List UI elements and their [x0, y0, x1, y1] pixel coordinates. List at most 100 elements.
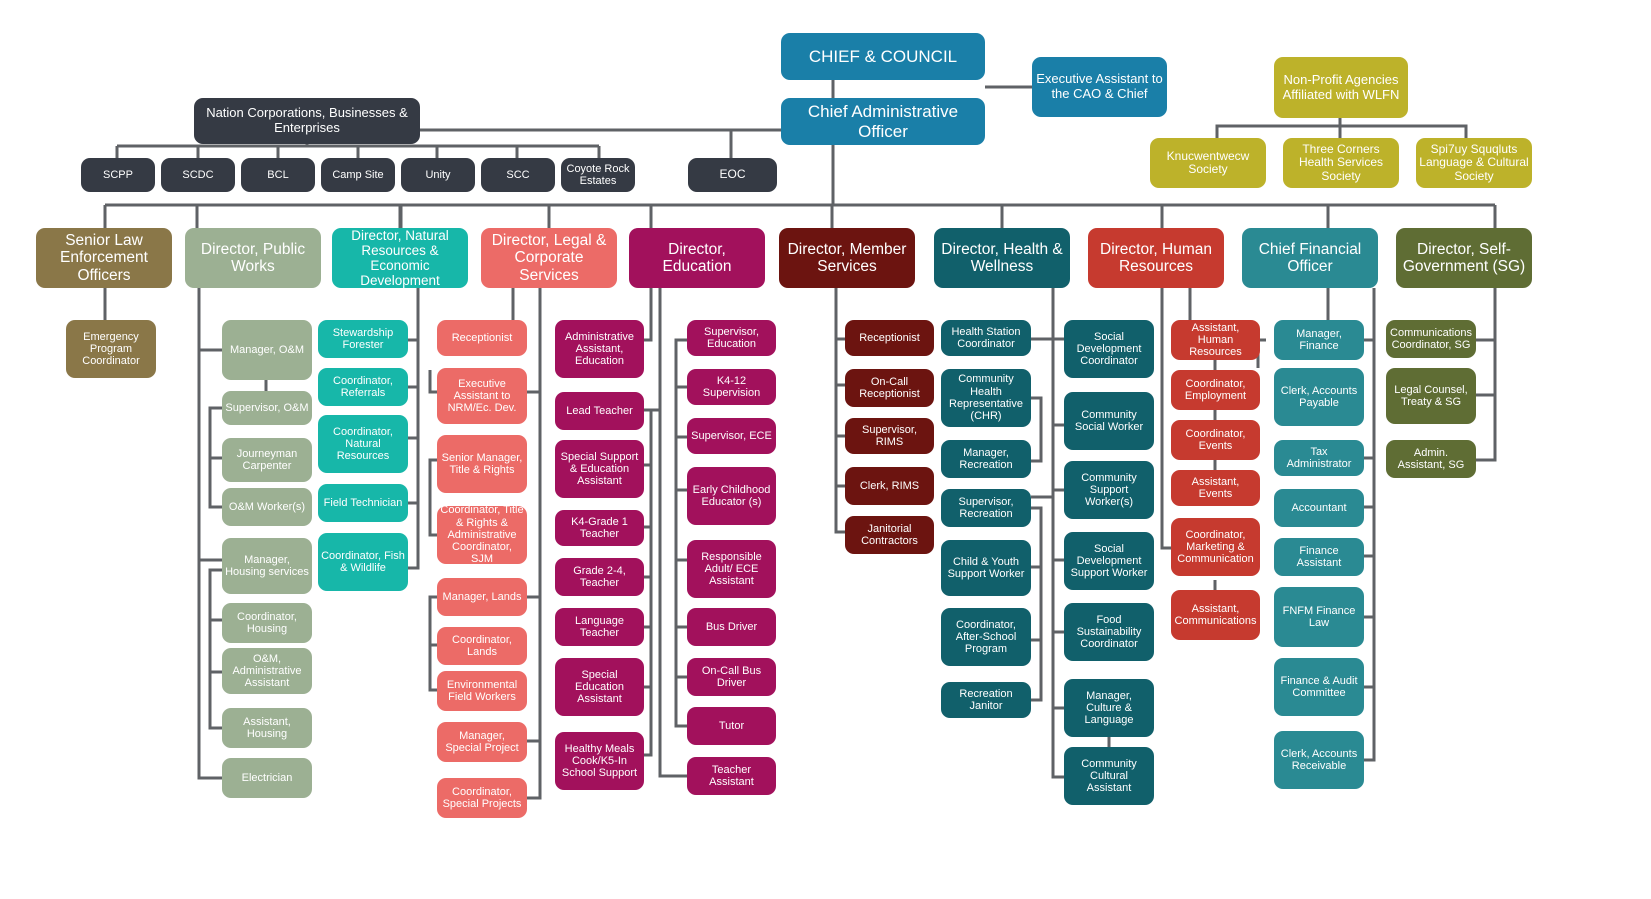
- health-social-development-support-worker: Social Development Support Worker: [1064, 532, 1154, 590]
- legal-coordinator-special-projects: Coordinator, Special Projects: [437, 778, 527, 818]
- legal-manager-special-project-label: Manager, Special Project: [445, 729, 519, 754]
- fin-manager-finance: Manager, Finance: [1274, 320, 1364, 360]
- pw-journeyman-carpenter-label: Journeyman Carpenter: [236, 447, 298, 472]
- edu-early-childhood-educator-s: Early Childhood Educator (s): [687, 467, 776, 525]
- hr-coordinator-marketing-communication-label: Coordinator, Marketing & Communication: [1177, 528, 1254, 566]
- exec-assistant-box-label: Executive Assistant to the CAO & Chief: [1036, 71, 1163, 101]
- director-senior-law: Senior Law Enforcement Officers: [36, 228, 172, 288]
- nr-coordinator-natural-resources-label: Coordinator, Natural Resources: [333, 425, 393, 463]
- corp-coyote-rock-estates-label: Coyote Rock Estates: [566, 162, 630, 187]
- pw-housing: [208, 568, 222, 730]
- pw-manager-o-m: Manager, O&M: [222, 320, 312, 380]
- corp-unity: Unity: [401, 158, 475, 192]
- sg-legal-counsel-treaty-sg: Legal Counsel, Treaty & SG: [1386, 368, 1476, 424]
- nonprofit-box: Non-Profit Agencies Affiliated with WLFN: [1274, 57, 1408, 118]
- health-recreation-janitor-label: Recreation Janitor: [959, 687, 1013, 712]
- edu-administrative-assistant-education: Administrative Assistant, Education: [555, 320, 644, 378]
- edu-bus-driver-label: Bus Driver: [705, 620, 758, 633]
- ms-clerk-rims-label: Clerk, RIMS: [859, 479, 920, 492]
- hr-assistant-communications: Assistant, Communications: [1171, 590, 1260, 640]
- ms-on-call-receptionist-label: On-Call Receptionist: [859, 375, 920, 400]
- corp-scpp: SCPP: [81, 158, 155, 192]
- pw-o-m-administrative-assistant-label: O&M, Administrative Assistant: [232, 652, 302, 690]
- edu-teacher-assistant: Teacher Assistant: [687, 757, 776, 795]
- pw-o-m-worker-s: O&M Worker(s): [222, 488, 312, 526]
- health-community-cultural-assistant-label: Community Cultural Assistant: [1081, 757, 1137, 795]
- corporations-box-label: Nation Corporations, Businesses & Enterp…: [206, 105, 408, 135]
- chief-council-box-label: CHIEF & COUNCIL: [808, 46, 958, 66]
- edu-tutor: Tutor: [687, 707, 776, 745]
- corp-coyote-rock-estates: Coyote Rock Estates: [561, 158, 635, 192]
- legal-exec: [428, 370, 437, 394]
- hr-main: [1160, 288, 1171, 550]
- health-coordinator-after-school-program: Coordinator, After-School Program: [941, 608, 1031, 666]
- legal-coordinator-lands-label: Coordinator, Lands: [452, 633, 512, 658]
- nr-coordinator-referrals: Coordinator, Referrals: [318, 368, 408, 406]
- edu-special-support-education-assistant-label: Special Support & Education Assistant: [560, 450, 639, 488]
- corp-camp-site-label: Camp Site: [332, 168, 384, 181]
- health-community-social-worker: Community Social Worker: [1064, 392, 1154, 450]
- corp-bcl-label: BCL: [267, 168, 289, 181]
- nr-field-technician: Field Technician: [318, 484, 408, 522]
- health-l-col: [1031, 506, 1043, 702]
- edu-tutor-label: Tutor: [718, 719, 745, 732]
- edu-teacher-assistant-label: Teacher Assistant: [709, 763, 754, 788]
- legal-executive-assistant-to-nrm-ec-dev: Executive Assistant to NRM/Ec. Dev.: [437, 368, 527, 424]
- director-self-government: Director, Self-Government (SG): [1396, 228, 1532, 288]
- legal-senior-manager-title-rights-label: Senior Manager, Title & Rights: [441, 451, 523, 476]
- health-main: [1051, 288, 1064, 779]
- director-member-services-label: Director, Member Services: [787, 240, 907, 275]
- edu-on-call-bus-driver: On-Call Bus Driver: [687, 658, 776, 696]
- edu-left-top: [644, 288, 653, 342]
- pw-coordinator-housing-label: Coordinator, Housing: [237, 610, 297, 635]
- ms-receptionist-label: Receptionist: [859, 331, 920, 344]
- health-community-cultural-assistant: Community Cultural Assistant: [1064, 747, 1154, 805]
- edu-special-support-education-assistant: Special Support & Education Assistant: [555, 440, 644, 498]
- edu-healthy-meals-cook-k5-in-school-support: Healthy Meals Cook/K5-In School Support: [555, 732, 644, 790]
- pw-coordinator-housing: Coordinator, Housing: [222, 603, 312, 643]
- edu-grade-2-4-teacher-label: Grade 2-4, Teacher: [573, 564, 626, 589]
- legal-executive-assistant-to-nrm-ec-dev-label: Executive Assistant to NRM/Ec. Dev.: [447, 377, 517, 415]
- corp-scc-label: SCC: [506, 168, 530, 181]
- sg-communications-coordinator-sg: Communications Coordinator, SG: [1386, 320, 1476, 358]
- staff-emergency-program-label: Emergency Program Coordinator: [82, 330, 140, 368]
- director-education-label: Director, Education: [662, 240, 732, 275]
- nonprofit-left: [1215, 118, 1342, 138]
- ms-receptionist: Receptionist: [845, 320, 934, 356]
- hr-assistant-human-resources: Assistant, Human Resources: [1171, 320, 1260, 360]
- nonprofit-three-corners-health-services-society: Three Corners Health Services Society: [1283, 138, 1399, 188]
- health-health-station-coordinator: Health Station Coordinator: [941, 320, 1031, 356]
- legal-coordinator-title-rights-administrative-coordinator-sjm: Coordinator, Title & Rights & Administra…: [437, 504, 527, 565]
- staff-emergency-program: Emergency Program Coordinator: [66, 320, 156, 378]
- corporations-box: Nation Corporations, Businesses & Enterp…: [194, 98, 420, 144]
- nonprofit-three-corners-health-services-society-label: Three Corners Health Services Society: [1298, 141, 1384, 183]
- fin-clerk-accounts-receivable: Clerk, Accounts Receivable: [1274, 731, 1364, 789]
- director-senior-law-label: Senior Law Enforcement Officers: [60, 231, 148, 284]
- legal-main: [527, 288, 542, 800]
- health-manager-culture-language: Manager, Culture & Language: [1064, 679, 1154, 737]
- nr-field-technician-label: Field Technician: [323, 496, 403, 509]
- edu-supervisor-ece: Supervisor, ECE: [687, 418, 776, 454]
- fin-fnfm-finance-law-label: FNFM Finance Law: [1282, 604, 1356, 629]
- edu-k4-12-supervision: K4-12 Supervision: [687, 369, 776, 405]
- edu-responsible-adult-ece-assistant-label: Responsible Adult/ ECE Assistant: [701, 550, 762, 588]
- fin-accountant: Accountant: [1274, 489, 1364, 527]
- director-finance-label: Chief Financial Officer: [1258, 240, 1362, 275]
- pw-assistant-housing-label: Assistant, Housing: [243, 715, 291, 740]
- chief-council-box: CHIEF & COUNCIL: [781, 33, 985, 80]
- hr-assistant-communications-label: Assistant, Communications: [1174, 602, 1257, 627]
- corp-camp-site: Camp Site: [321, 158, 395, 192]
- sg-communications-coordinator-sg-label: Communications Coordinator, SG: [1390, 326, 1472, 351]
- edu-k4-grade-1-teacher: K4-Grade 1 Teacher: [555, 510, 644, 546]
- pw-main: [197, 288, 222, 780]
- director-natural-resources-label: Director, Natural Resources & Economic D…: [351, 227, 449, 289]
- ms-clerk-rims: Clerk, RIMS: [845, 467, 934, 505]
- hr-coordinator-events: Coordinator, Events: [1171, 420, 1260, 460]
- pw-electrician-label: Electrician: [241, 771, 293, 784]
- hr-assistant-events-label: Assistant, Events: [1191, 475, 1240, 500]
- edu-early-childhood-educator-s-label: Early Childhood Educator (s): [692, 483, 771, 508]
- legal-senior-manager-title-rights: Senior Manager, Title & Rights: [437, 435, 527, 493]
- pw-journeyman-carpenter: Journeyman Carpenter: [222, 438, 312, 482]
